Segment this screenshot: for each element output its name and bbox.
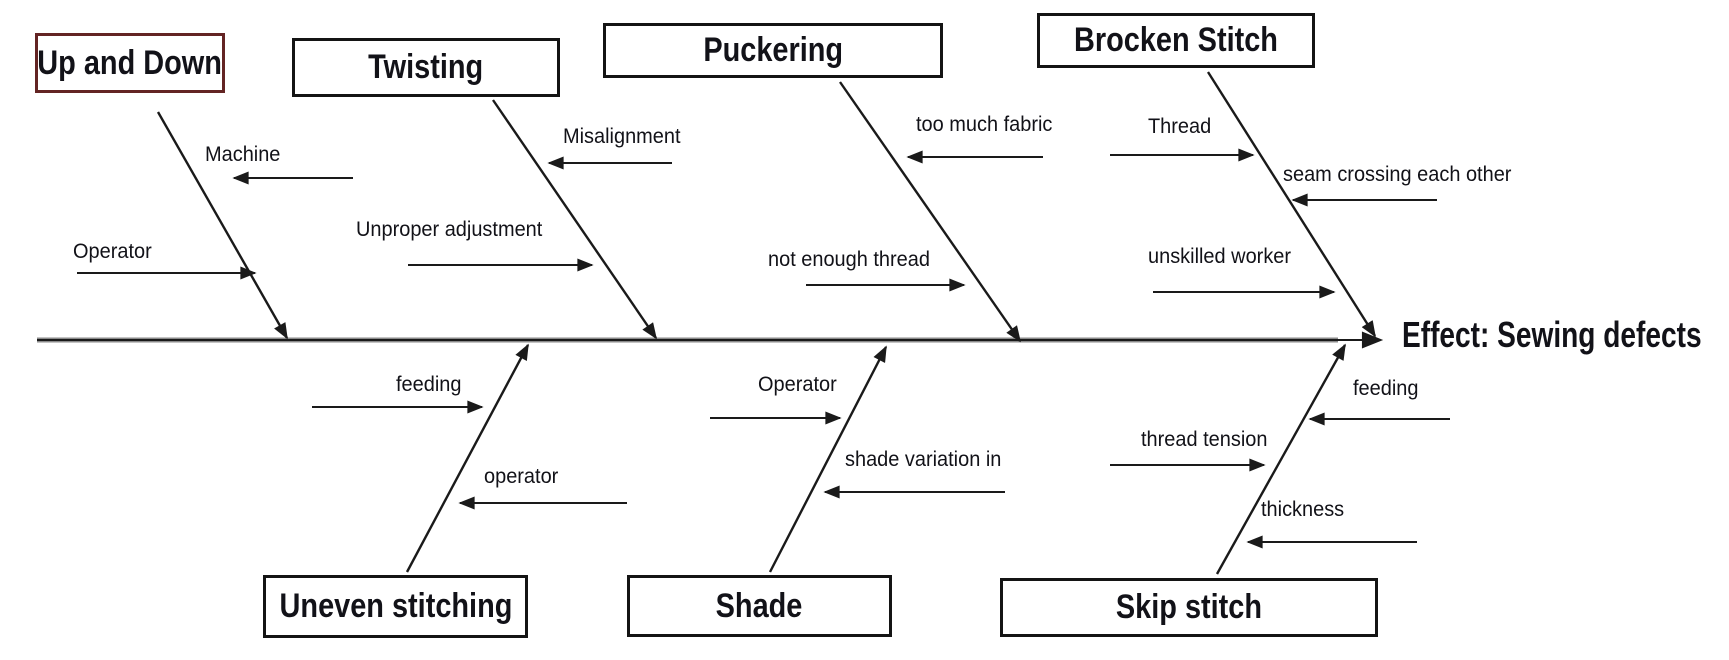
category-label-puckering: Puckering — [703, 31, 843, 69]
category-box-puckering: Puckering — [603, 23, 943, 78]
cause-label-not-enough-thread: not enough thread — [768, 248, 930, 271]
cause-label-seam-crossing: seam crossing each other — [1283, 163, 1512, 186]
cause-label-feeding-uneven: feeding — [396, 373, 462, 396]
category-box-uneven-stitching: Uneven stitching — [263, 575, 528, 638]
category-label-uneven-stitching: Uneven stitching — [279, 587, 512, 625]
cause-label-unproper-adjustment: Unproper adjustment — [356, 218, 543, 241]
category-label-brocken-stitch: Brocken Stitch — [1074, 21, 1278, 59]
cause-label-misalignment: Misalignment — [563, 125, 681, 148]
effect-label-wrap: Effect: Sewing defects — [1402, 314, 1729, 356]
bone-twisting — [492, 99, 657, 340]
category-box-shade: Shade — [627, 575, 892, 637]
category-box-twisting: Twisting — [292, 38, 560, 97]
cause-label-machine: Machine — [205, 143, 281, 166]
cause-label-operator-shade: Operator — [758, 373, 837, 396]
category-label-shade: Shade — [716, 586, 803, 625]
category-box-skip-stitch: Skip stitch — [1000, 578, 1378, 637]
bone-shade — [768, 345, 888, 573]
bone-uneven-stitching — [405, 343, 530, 573]
category-box-up-and-down: Up and Down — [35, 33, 225, 93]
bone-skip-stitch — [1215, 343, 1347, 575]
cause-label-operator-uneven: operator — [484, 465, 559, 488]
bone-puckering — [839, 81, 1021, 343]
cause-label-shade-variation: shade variation in — [845, 448, 1002, 471]
cause-label-operator-updown: Operator — [73, 240, 152, 263]
category-box-brocken-stitch: Brocken Stitch — [1037, 13, 1315, 68]
cause-label-thread-tension: thread tension — [1141, 428, 1268, 451]
category-label-twisting: Twisting — [368, 48, 484, 86]
cause-label-thread: Thread — [1148, 115, 1212, 138]
effect-label: Effect: Sewing defects — [1402, 314, 1702, 355]
category-label-up-and-down: Up and Down — [37, 43, 223, 82]
cause-label-thickness: thickness — [1261, 498, 1345, 521]
cause-label-feeding-skip: feeding — [1353, 377, 1419, 400]
bone-brocken-stitch — [1206, 71, 1377, 338]
cause-label-too-much-fabric: too much fabric — [916, 113, 1053, 136]
cause-label-unskilled-worker: unskilled worker — [1148, 245, 1292, 268]
bone-up-and-down — [156, 111, 289, 340]
category-label-skip-stitch: Skip stitch — [1115, 588, 1263, 626]
